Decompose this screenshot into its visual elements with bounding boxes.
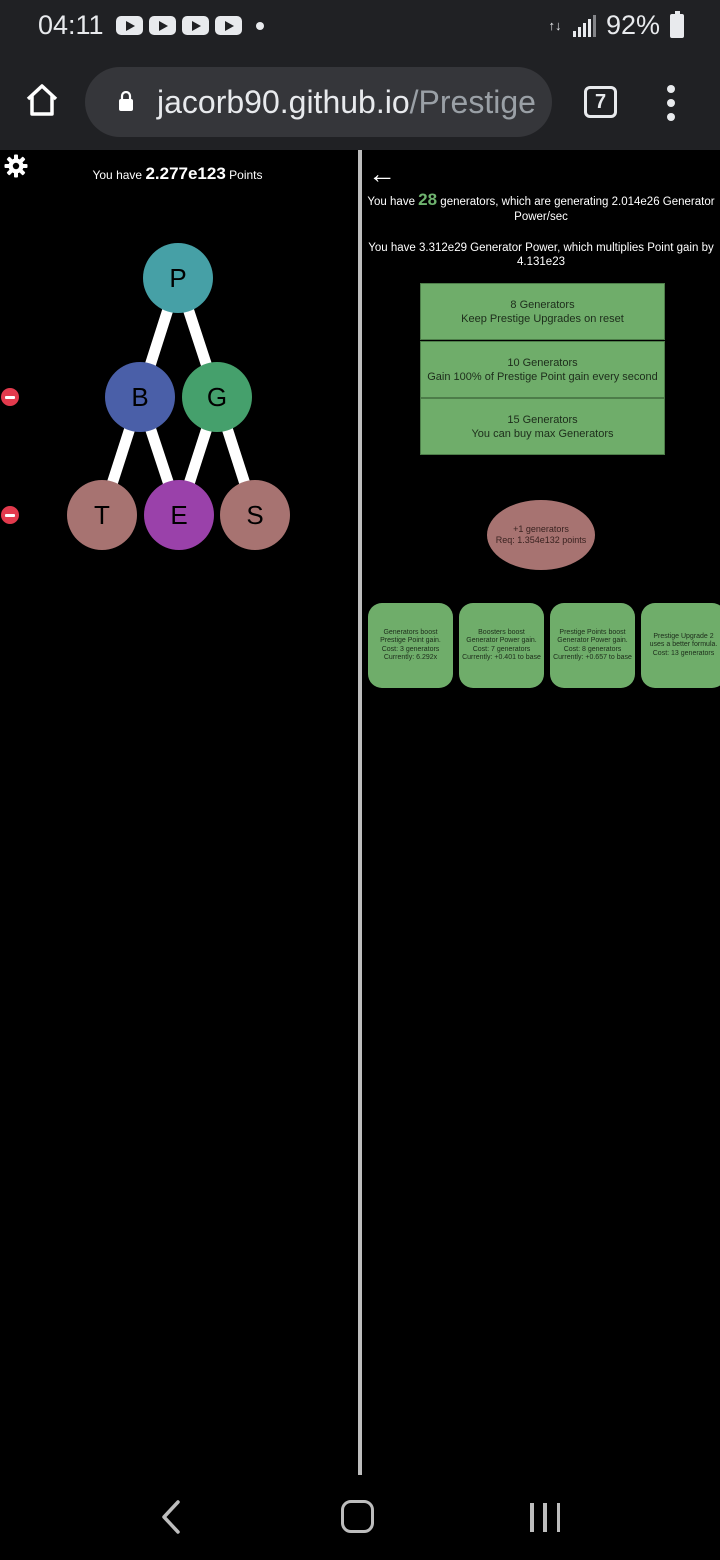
points-value: 2.277e123 — [145, 164, 226, 183]
upgrade-line: Prestige Point gain. — [380, 637, 441, 644]
status-time: 04:11 — [38, 10, 104, 40]
lock-icon — [119, 91, 133, 111]
upgrade-line: uses a better formula. — [649, 641, 718, 649]
battery-percent: 92% — [605, 10, 660, 40]
url-path: /Prestige — [409, 84, 536, 120]
milestone-desc: Keep Prestige Upgrades on reset — [461, 312, 624, 325]
upgrade-line: Prestige Points boost — [559, 628, 626, 636]
notification-icons — [116, 16, 264, 35]
nav-back-icon[interactable] — [160, 1499, 182, 1535]
status-bar: 04:11 ↑↓ 92% — [0, 0, 720, 54]
upgrade-generators-boost-prestige[interactable]: Generators boost Prestige Point gain. Co… — [368, 603, 453, 688]
nav-home-icon[interactable] — [341, 1500, 374, 1533]
upgrade-prestige-upgrade-2-formula[interactable]: Prestige Upgrade 2 uses a better formula… — [641, 603, 720, 688]
upgrade-effect: Currently: +0.657 to base — [553, 654, 632, 661]
points-prefix: You have — [92, 168, 143, 182]
upgrade-boosters-boost-power[interactable]: Boosters boost Generator Power gain. Cos… — [459, 603, 544, 688]
panel-divider[interactable] — [358, 150, 362, 1475]
url-host: jacorb90.github.io — [157, 84, 410, 120]
upgrade-prestige-boost-power[interactable]: Prestige Points boost Generator Power ga… — [550, 603, 635, 688]
reset-requirement: Req: 1.354e132 points — [495, 535, 587, 545]
nav-recents-icon[interactable] — [530, 1503, 560, 1533]
overflow-menu-icon[interactable] — [664, 85, 678, 121]
youtube-icon — [182, 16, 209, 35]
node-enhance[interactable]: E — [144, 480, 214, 550]
upgrade-effect: Currently: 6.292x — [383, 654, 438, 661]
node-prestige[interactable]: P — [143, 243, 213, 313]
upgrade-cost: Cost: 7 generators — [472, 645, 531, 653]
status-right: ↑↓ 92% — [547, 10, 684, 41]
milestone-title: 15 Generators — [507, 413, 578, 426]
address-bar[interactable]: jacorb90.github.io/Prestige — [85, 67, 552, 137]
upgrade-effect: Currently: +0.401 to base — [462, 654, 541, 661]
youtube-icon — [215, 16, 242, 35]
milestone-15: 15 Generators You can buy max Generators — [420, 398, 665, 455]
node-time[interactable]: T — [67, 480, 137, 550]
upgrade-cost: Cost: 3 generators — [381, 645, 440, 653]
collapse-row-3-icon[interactable] — [1, 506, 19, 524]
milestone-title: 10 Generators — [507, 356, 578, 369]
upgrade-line: Boosters boost — [478, 628, 525, 636]
upgrade-cost: Cost: 8 generators — [563, 645, 622, 653]
url-text: jacorb90.github.io/Prestige — [157, 84, 536, 121]
upgrade-line: Prestige Upgrade 2 — [653, 632, 714, 640]
generators-prefix: You have — [367, 196, 415, 208]
milestone-title: 8 Generators — [510, 298, 575, 311]
reset-gain: +1 generators — [513, 524, 569, 534]
milestone-desc: Gain 100% of Prestige Point gain every s… — [427, 370, 658, 383]
generators-suffix: generators, which are generating 2.014e2… — [440, 196, 715, 223]
signal-icon — [572, 14, 596, 37]
generators-panel: ← You have 28 generators, which are gene… — [362, 150, 720, 1475]
tab-switcher-button[interactable]: 7 — [584, 86, 617, 118]
browser-toolbar: jacorb90.github.io/Prestige 7 — [0, 54, 720, 150]
generators-summary: You have 28 generators, which are genera… — [362, 190, 720, 225]
system-navigation-bar — [0, 1475, 720, 1560]
upgrade-line: Generator Power gain. — [557, 637, 628, 644]
generator-reset-button[interactable]: +1 generators Req: 1.354e132 points — [487, 500, 595, 570]
home-icon[interactable] — [24, 82, 60, 118]
node-generators[interactable]: G — [182, 362, 252, 432]
settings-gear-icon[interactable] — [4, 154, 28, 178]
youtube-icon — [116, 16, 143, 35]
mobile-data-icon: ↑↓ — [548, 17, 562, 33]
milestone-8: 8 Generators Keep Prestige Upgrades on r… — [420, 283, 665, 340]
upgrade-line: Generators boost — [383, 628, 438, 636]
upgrade-line: Generator Power gain. — [466, 637, 537, 644]
tree-panel: You have 2.277e123 Points P B G T E S — [0, 150, 358, 1475]
milestone-10: 10 Generators Gain 100% of Prestige Poin… — [420, 341, 665, 398]
back-arrow-icon[interactable]: ← — [368, 158, 396, 189]
points-display: You have 2.277e123 Points — [0, 164, 355, 184]
generator-power-summary: You have 3.312e29 Generator Power, which… — [368, 242, 714, 268]
youtube-icon — [149, 16, 176, 35]
collapse-row-2-icon[interactable] — [1, 388, 19, 406]
node-space[interactable]: S — [220, 480, 290, 550]
node-boosters[interactable]: B — [105, 362, 175, 432]
more-notifications-dot-icon — [256, 21, 264, 30]
milestone-desc: You can buy max Generators — [471, 427, 614, 440]
generators-count: 28 — [418, 190, 438, 209]
battery-icon — [670, 10, 684, 38]
points-suffix: Points — [229, 168, 263, 182]
upgrade-cost: Cost: 13 generators — [652, 649, 715, 657]
